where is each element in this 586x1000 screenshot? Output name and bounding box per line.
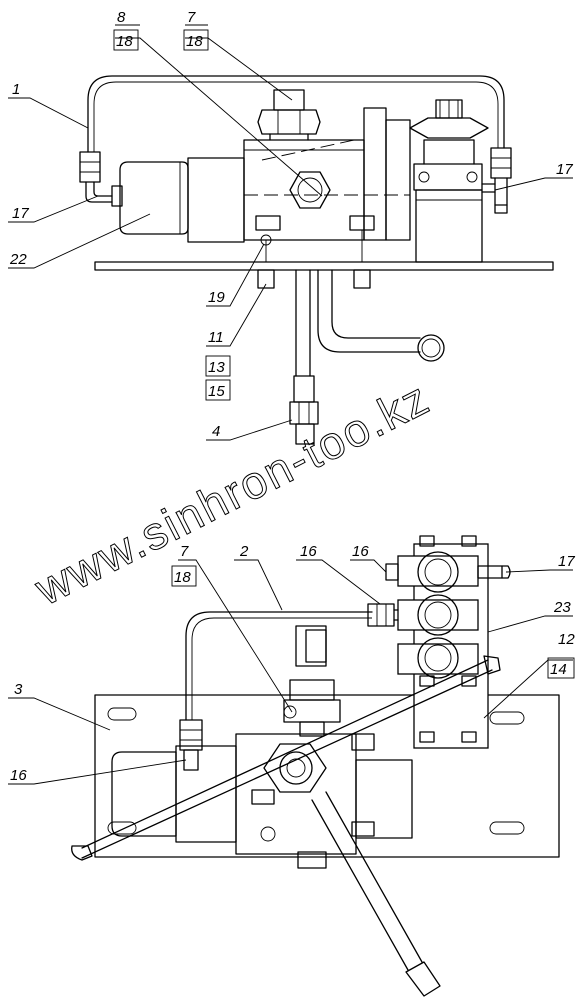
plug-7	[273, 89, 305, 111]
pipe-elbow	[317, 269, 421, 353]
label-22: 22	[9, 251, 27, 268]
plug-8	[289, 171, 331, 209]
watermark: www.sinhron-too.kz	[26, 371, 438, 615]
valve-block	[415, 189, 483, 263]
label-16-b: 16	[352, 543, 369, 560]
label-11: 11	[208, 329, 224, 346]
main-body	[243, 139, 365, 241]
label-4: 4	[212, 423, 220, 440]
bottom-view	[8, 535, 575, 997]
fitting-4	[293, 375, 315, 403]
label-12: 12	[558, 631, 575, 648]
label-1: 1	[12, 81, 20, 98]
label-7-c: 7	[180, 543, 189, 560]
label-2: 2	[239, 543, 249, 560]
pipe-diagonal	[81, 659, 489, 849]
label-3: 3	[14, 681, 23, 698]
label-8: 8	[117, 9, 126, 26]
pipe-2	[185, 611, 373, 721]
pipe-1-inner	[93, 81, 499, 152]
cylinder-plan	[111, 751, 177, 837]
cylinder-22	[119, 161, 189, 235]
hex-plug	[263, 743, 327, 793]
label-16-c: 16	[10, 767, 27, 784]
label-14: 14	[550, 661, 567, 678]
pipe-down	[295, 269, 311, 377]
label-13: 13	[208, 359, 225, 376]
label-18-b: 18	[186, 33, 203, 50]
label-17-c: 17	[558, 553, 575, 570]
label-17-a: 17	[12, 205, 29, 222]
label-16-a: 16	[300, 543, 317, 560]
label-7: 7	[187, 9, 196, 26]
union-16a	[367, 603, 395, 627]
label-18-c: 18	[174, 569, 191, 586]
label-18-a: 18	[116, 33, 133, 50]
flange	[363, 107, 387, 241]
right-union	[490, 147, 512, 179]
label-17-b: 17	[556, 161, 573, 178]
base-plate	[94, 261, 554, 271]
label-19: 19	[208, 289, 225, 306]
top-view	[8, 24, 573, 445]
label-15: 15	[208, 383, 225, 400]
left-union	[79, 151, 101, 183]
pipe-handle	[311, 799, 409, 971]
pipe-1	[87, 75, 505, 153]
base-plate-3	[94, 694, 560, 858]
label-23: 23	[553, 599, 571, 616]
